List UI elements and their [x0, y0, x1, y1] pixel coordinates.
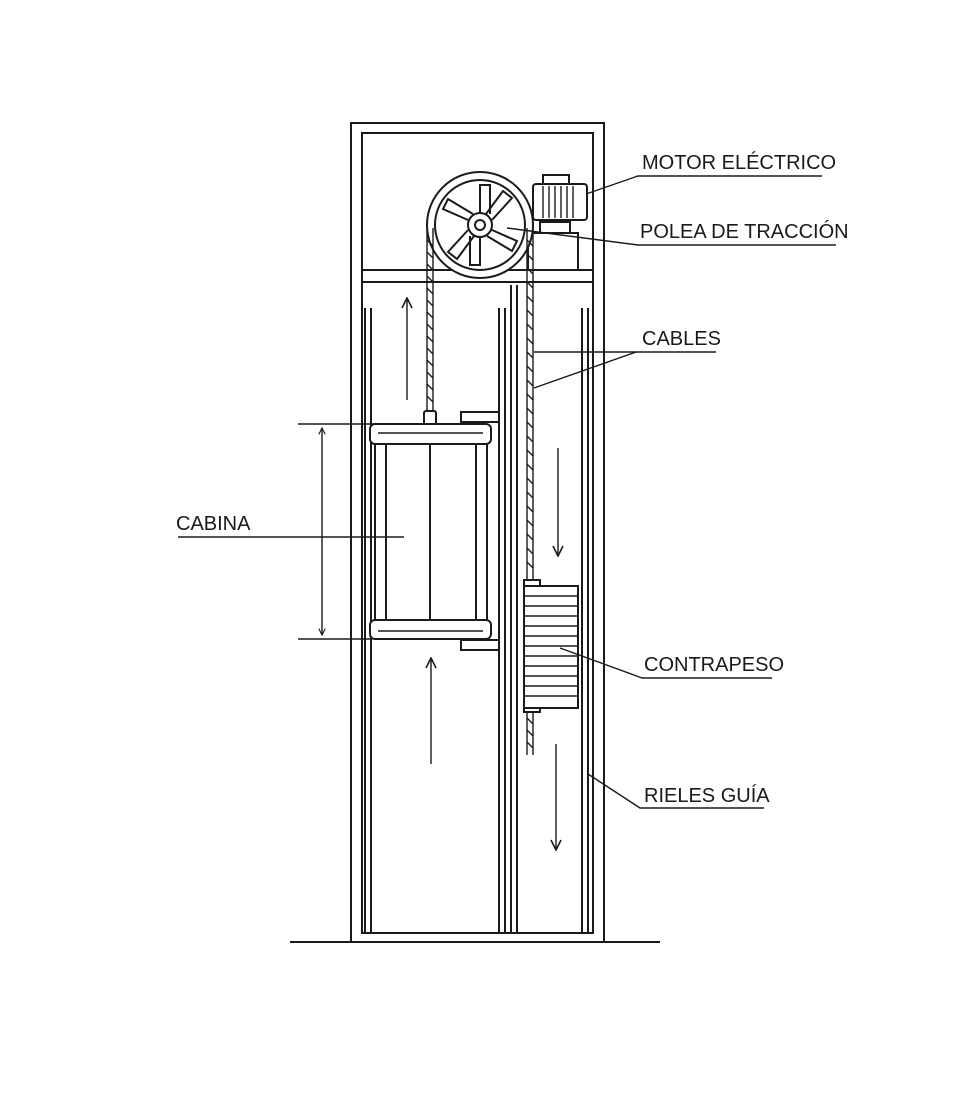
- leader-rieles: [587, 773, 764, 809]
- left-guide-rail: [364, 308, 372, 933]
- leader-motor: [585, 175, 822, 195]
- leader-polea: [506, 227, 836, 246]
- cable-cabin: [426, 228, 434, 412]
- counterweight: [523, 579, 579, 713]
- motor-support: [539, 221, 571, 234]
- label-motor-electrico: MOTOR ELÉCTRICO: [642, 151, 836, 174]
- label-rieles-guia: RIELES GUÍA: [644, 784, 770, 807]
- shaft-inner: [361, 132, 594, 934]
- traction-pulley: [426, 171, 534, 279]
- elevator-cabin: [369, 410, 500, 651]
- label-cables: CABLES: [642, 328, 721, 350]
- cable-counterweight: [526, 228, 534, 755]
- cabin-height-dimension: [298, 423, 424, 640]
- central-guide-rails: [498, 285, 518, 933]
- label-contrapeso: CONTRAPESO: [644, 654, 784, 676]
- leader-contrapeso: [559, 647, 772, 679]
- leader-cables-2: [533, 351, 637, 389]
- right-guide-rail: [581, 308, 589, 933]
- motor-base: [527, 232, 579, 271]
- shaft-outer: [350, 122, 605, 943]
- label-polea-de-traccion: POLEA DE TRACCIÓN: [640, 220, 849, 243]
- label-cabina: CABINA: [176, 513, 251, 535]
- electric-motor: [532, 174, 588, 221]
